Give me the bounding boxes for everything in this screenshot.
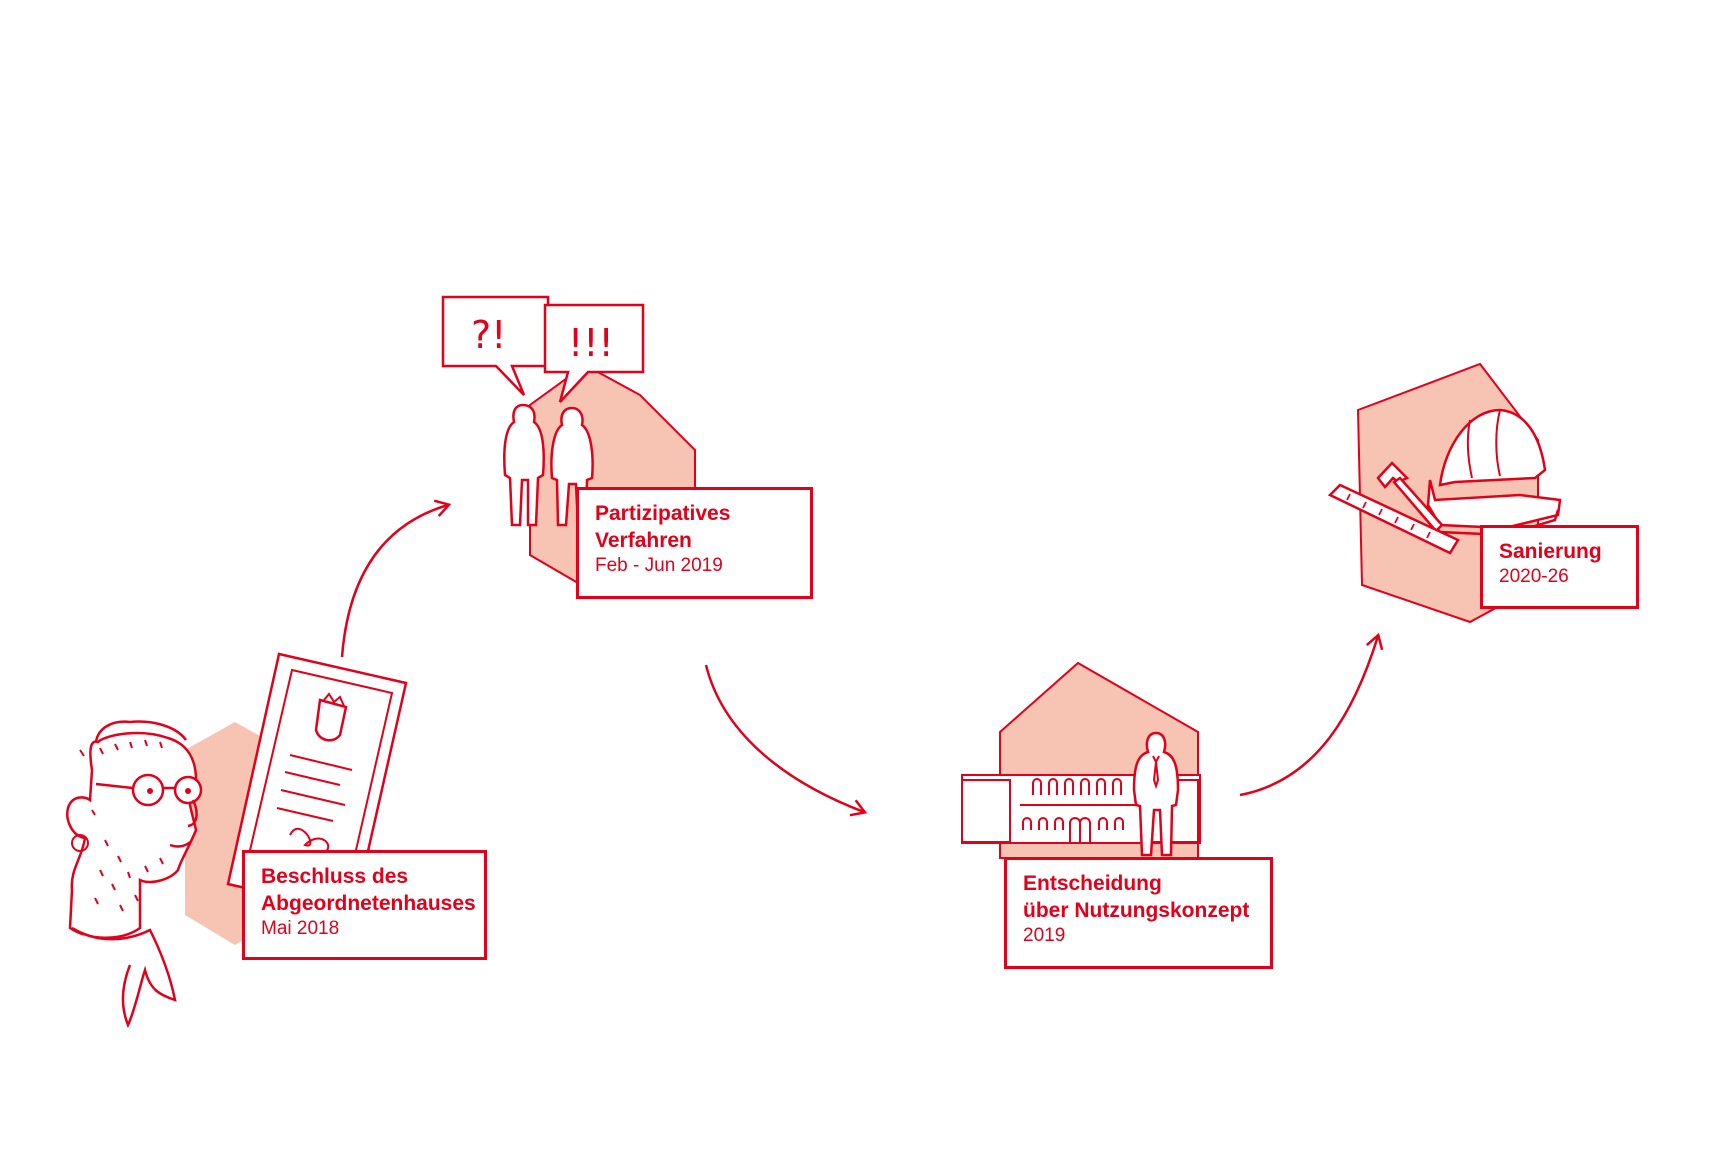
step-3-title-line-1: Entscheidung [1023,872,1162,895]
step-2-date: Feb - Jun 2019 [595,555,723,576]
businessman-icon [1132,731,1180,857]
arrow-icon [1239,632,1384,797]
step-1-title-line-1: Beschluss des [261,865,409,888]
step-3-illustration [961,661,1201,859]
step-2-card: Partizipatives Verfahren Feb - Jun 2019 [576,487,813,599]
bubble-right-text: !!! [568,321,614,365]
ruler-icon [1327,483,1460,555]
step-2-title-line-2: Verfahren [595,529,692,552]
step-4-card: Sanierung 2020-26 [1480,525,1639,609]
people-icon [503,403,594,527]
certificate-icon [226,652,408,915]
man-with-glasses-illustration [66,720,203,1029]
step-4-title: Sanierung [1499,540,1602,563]
step-1-card: Beschluss des Abgeordnetenhauses Mai 201… [242,850,487,960]
hammer-icon [1376,461,1444,533]
arrow-icon [340,499,452,658]
bubble-left-text: ?! [471,313,506,357]
speech-bubble-icon [441,295,645,403]
step-1-illustration [66,652,408,1029]
arrow-icon [704,664,868,817]
step-4-date: 2020-26 [1499,566,1569,587]
step-1-title-line-2: Abgeordnetenhauses [261,892,476,915]
hard-hat-icon [1426,408,1562,537]
step-3-title-line-2: über Nutzungskonzept [1023,899,1250,922]
step-3-date: 2019 [1023,925,1066,946]
step-2-title-line-1: Partizipatives [595,502,731,525]
step-3-card: Entscheidung über Nutzungskonzept 2019 [1004,857,1273,969]
step-1-date: Mai 2018 [261,918,340,939]
